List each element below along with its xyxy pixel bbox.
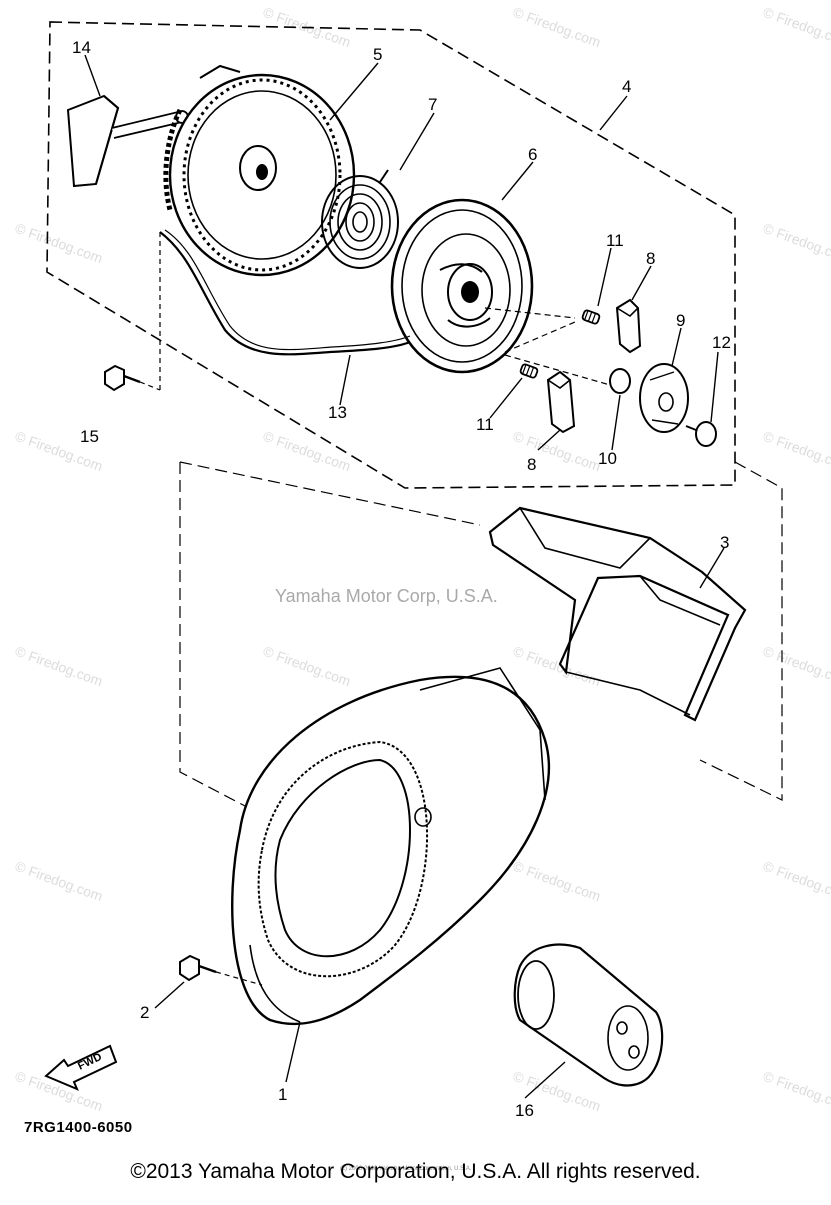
spring-part xyxy=(519,363,539,379)
bolt-part xyxy=(104,230,161,392)
callout-11: 11 xyxy=(606,231,624,250)
forward-arrow-icon: FWD xyxy=(44,1044,118,1091)
pawl-part xyxy=(546,370,576,434)
callout-12: 12 xyxy=(712,333,731,352)
copyright-footer: ©2013 Yamaha Motor Corporation, U.S.A. A… xyxy=(130,1160,701,1183)
center-watermark: Yamaha Motor Corp, U.S.A. xyxy=(275,586,498,606)
air-shroud-part xyxy=(488,506,747,722)
callout-15: 15 xyxy=(80,427,99,446)
starter-assembly-boundary xyxy=(46,21,736,489)
callout-9: 9 xyxy=(676,311,685,330)
callout-7: 7 xyxy=(428,95,437,114)
callout-4: 4 xyxy=(622,77,631,96)
watermark: © Firedog.com xyxy=(761,858,831,905)
callout-6: 6 xyxy=(528,145,537,164)
watermark: © Firedog.com xyxy=(511,4,603,51)
watermark: © Firedog.com xyxy=(761,220,831,267)
drive-pulley-part xyxy=(390,198,534,374)
housing-assembly-boundary xyxy=(179,461,783,807)
watermark: © Firedog.com xyxy=(511,428,603,475)
callout-8: 8 xyxy=(527,455,536,474)
callout-14: 14 xyxy=(72,38,91,57)
fan-housing-part xyxy=(231,667,550,1026)
watermark: © Firedog.com xyxy=(761,643,831,690)
callout-8: 8 xyxy=(646,249,655,268)
starter-handle-part xyxy=(66,94,189,188)
pawl-part xyxy=(615,298,642,354)
bolt-part xyxy=(179,954,263,986)
assembly-guide-line xyxy=(484,307,576,319)
watermark: © Firedog.com xyxy=(511,858,603,905)
spiral-spring-part xyxy=(321,169,399,269)
watermark: © Firedog.com xyxy=(261,428,353,475)
screw-part xyxy=(685,421,717,447)
callout-16: 16 xyxy=(515,1101,534,1120)
callout-10: 10 xyxy=(598,449,617,468)
starter-case-part xyxy=(163,64,356,277)
starter-cup-part xyxy=(513,943,664,1087)
starter-rope-outline xyxy=(164,229,411,351)
watermark: © Firedog.com xyxy=(761,1068,831,1115)
leader-lines xyxy=(84,54,725,1099)
watermark: © Firedog.com xyxy=(13,220,105,267)
circlip-part xyxy=(609,368,631,394)
callout-5: 5 xyxy=(373,45,382,64)
callout-3: 3 xyxy=(720,533,729,552)
friction-plate-part xyxy=(639,363,689,433)
watermark: © Firedog.com xyxy=(13,858,105,905)
callout-13: 13 xyxy=(328,403,347,422)
watermark: © Firedog.com xyxy=(761,4,831,51)
fine-print: (c) 2006-2010 Yamaha Motor Corporation, … xyxy=(340,1166,472,1172)
starter-rope-part xyxy=(159,231,411,356)
callout-1: 1 xyxy=(278,1085,287,1104)
watermark: © Firedog.com xyxy=(761,428,831,475)
callout-labels: 14 5 7 4 6 11 8 9 12 15 13 11 10 8 3 2 1… xyxy=(72,38,731,1120)
watermark: © Firedog.com xyxy=(511,643,603,690)
watermark: © Firedog.com xyxy=(13,643,105,690)
spring-part xyxy=(581,309,601,325)
assembly-guide-line xyxy=(504,321,576,353)
diagram-part-code: 7RG1400-6050 xyxy=(24,1119,133,1136)
assembly-guide-line xyxy=(504,354,611,386)
watermark: © Firedog.com xyxy=(261,643,353,690)
callout-2: 2 xyxy=(140,1003,149,1022)
callout-11: 11 xyxy=(476,415,494,434)
